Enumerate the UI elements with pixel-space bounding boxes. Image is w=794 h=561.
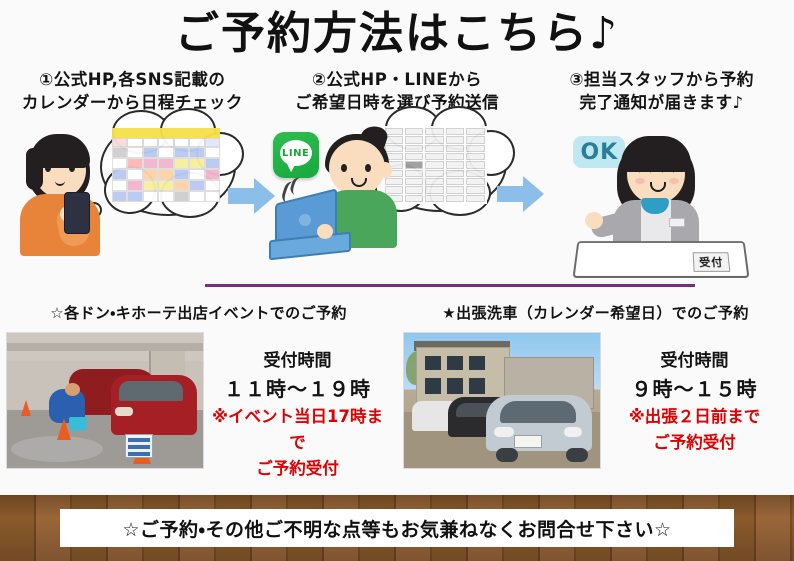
section-event-body: 受付時間 １１時〜１９時 ※イベント当日17時まで ご予約受付 (0, 326, 397, 482)
photo-car-headlight (115, 407, 133, 416)
contact-banner-text: ☆ご予約・その他ご不明な点等もお気兼ねなくお問合せ下さい☆ (122, 518, 672, 541)
step-2: ②公式HP・LINEから ご希望日時を選び予約送信 LINE (265, 68, 544, 278)
mobile-hours-note-line2: ご予約受付 (653, 433, 736, 452)
photo-car-silver-headlight-left (494, 427, 514, 437)
photo-bucket (69, 417, 87, 431)
person3-mouth (650, 182, 667, 192)
mobile-hours-time: ９時〜１５時 (631, 377, 758, 401)
step-1-illustration (0, 108, 275, 274)
mobile-hours-block: 受付時間 ９時〜１５時 ※出張２日前まで ご予約受付 (601, 332, 788, 456)
photo-wheel (566, 448, 588, 462)
reception-sign: 受付 (693, 252, 731, 272)
step-3-illustration: OK 受付 (529, 114, 794, 278)
lower-sections: ☆各ドン・キホーテ出店イベントでのご予約 (0, 300, 794, 490)
person3-hair-top (621, 136, 692, 172)
photo-event-carwash (6, 332, 204, 469)
step-1-heading-line1: ①公式HP,各SNS記載の (39, 70, 226, 89)
step-3: ③担当スタッフから予約 完了通知が届きます♪ OK 受付 (529, 68, 794, 278)
person1-eye-left (45, 164, 51, 172)
photo-car-silver-headlight-right (564, 427, 582, 437)
person1-hair-side (26, 148, 43, 190)
photo-building-left (416, 347, 510, 405)
person2-mouth (350, 178, 367, 187)
photo-wet-floor (11, 436, 103, 462)
person2-eye-right (364, 164, 371, 172)
mobile-hours-label: 受付時間 (660, 351, 729, 371)
person3-cheek-left (635, 178, 646, 184)
step-2-heading: ②公式HP・LINEから ご希望日時を選び予約送信 (265, 68, 530, 114)
person2-ear (378, 162, 392, 178)
section-mobile-heading: ★出張洗車（カレンダー希望日）でのご予約 (442, 304, 749, 322)
step-1: ①公式HP,各SNS記載の カレンダーから日程チェック (0, 68, 275, 278)
photo-beam (7, 343, 203, 351)
photo-worker-head (65, 383, 80, 396)
slot-column (466, 128, 485, 202)
photo-wheel (496, 448, 518, 462)
smartphone-icon (64, 192, 90, 234)
photo-car-windshield (119, 381, 183, 401)
section-mobile-reservation: ★出張洗車（カレンダー希望日）でのご予約 (397, 300, 794, 490)
line-bubble: LINE (279, 140, 312, 166)
slot-column (405, 128, 424, 202)
step-2-heading-line1: ②公式HP・LINEから (311, 70, 483, 89)
calendar-week-row (112, 180, 220, 191)
photo-mobile-cars (403, 332, 601, 469)
person3-hand (585, 212, 604, 229)
page-title: ご予約方法はこちら♪ (174, 8, 620, 59)
reception-counter: 受付 (572, 241, 750, 278)
step-3-heading: ③担当スタッフから予約 完了通知が届きます♪ (529, 68, 794, 114)
photo-signboard (125, 434, 153, 458)
calendar-week-row (112, 191, 220, 202)
section-mobile-body: 受付時間 ９時〜１５時 ※出張２日前まで ご予約受付 (397, 326, 794, 469)
section-event-reservation: ☆各ドン・キホーテ出店イベントでのご予約 (0, 300, 397, 490)
steps-row: ①公式HP,各SNS記載の カレンダーから日程チェック (0, 68, 794, 278)
person3-cheek-right (669, 178, 680, 184)
booking-slot-grid (382, 126, 487, 204)
step-1-heading: ①公式HP,各SNS記載の カレンダーから日程チェック (0, 68, 265, 114)
line-icon: LINE (272, 132, 319, 178)
person2-hand (316, 224, 333, 239)
ok-badge: OK (573, 136, 626, 168)
calendar-weekday-header (112, 138, 220, 147)
event-hours-label: 受付時間 (263, 351, 332, 371)
section-divider (205, 284, 695, 287)
event-hours-note-line2: ご予約受付 (256, 459, 339, 478)
arrow-step2-to-step3 (496, 174, 545, 214)
event-hours-note-line1: ※イベント当日17時まで (211, 407, 383, 452)
contact-banner: ☆ご予約・その他ご不明な点等もお気兼ねなくお問合せ下さい☆ (0, 495, 794, 561)
photo-roof (414, 341, 510, 351)
person3-name-badge (669, 218, 686, 227)
person3-eye-left (639, 168, 652, 177)
event-hours-time: １１時〜１９時 (224, 377, 371, 401)
slot-column (425, 128, 444, 202)
calendar-graphic (112, 128, 220, 202)
mobile-hours-note-line1: ※出張２日前まで (628, 407, 761, 426)
section-event-heading: ☆各ドン・キホーテ出店イベントでのご予約 (50, 304, 347, 322)
person1-eye-right (69, 164, 75, 172)
photo-traffic-cone (21, 400, 31, 416)
person3-scarf (641, 198, 670, 214)
slot-column (384, 128, 404, 202)
calendar-week-row (112, 169, 220, 180)
calendar-title-bar (112, 128, 220, 138)
event-hours-block: 受付時間 １１時〜１９時 ※イベント当日17時まで ご予約受付 (204, 332, 391, 482)
calendar-week-row (112, 158, 220, 169)
photo-traffic-cone (57, 418, 71, 440)
person3-eye-right (662, 168, 675, 177)
photo-license-plate (514, 435, 542, 448)
step-3-heading-line1: ③担当スタッフから予約 (569, 70, 754, 89)
laptop-logo (298, 214, 311, 226)
calendar-week-row (112, 147, 220, 158)
contact-banner-box: ☆ご予約・その他ご不明な点等もお気兼ねなくお問合せ下さい☆ (60, 509, 734, 547)
person2-eye-left (340, 164, 347, 172)
step-2-illustration: LINE (265, 106, 544, 274)
slot-column (445, 128, 465, 202)
step-1-heading-line2: カレンダーから日程チェック (21, 93, 243, 112)
photo-car-silver-windshield (500, 401, 576, 423)
step-3-heading-line2: 完了通知が届きます♪ (579, 93, 744, 112)
arrow-step1-to-step2 (228, 176, 276, 216)
person2-head (328, 140, 385, 196)
person1-mouth (55, 179, 65, 186)
